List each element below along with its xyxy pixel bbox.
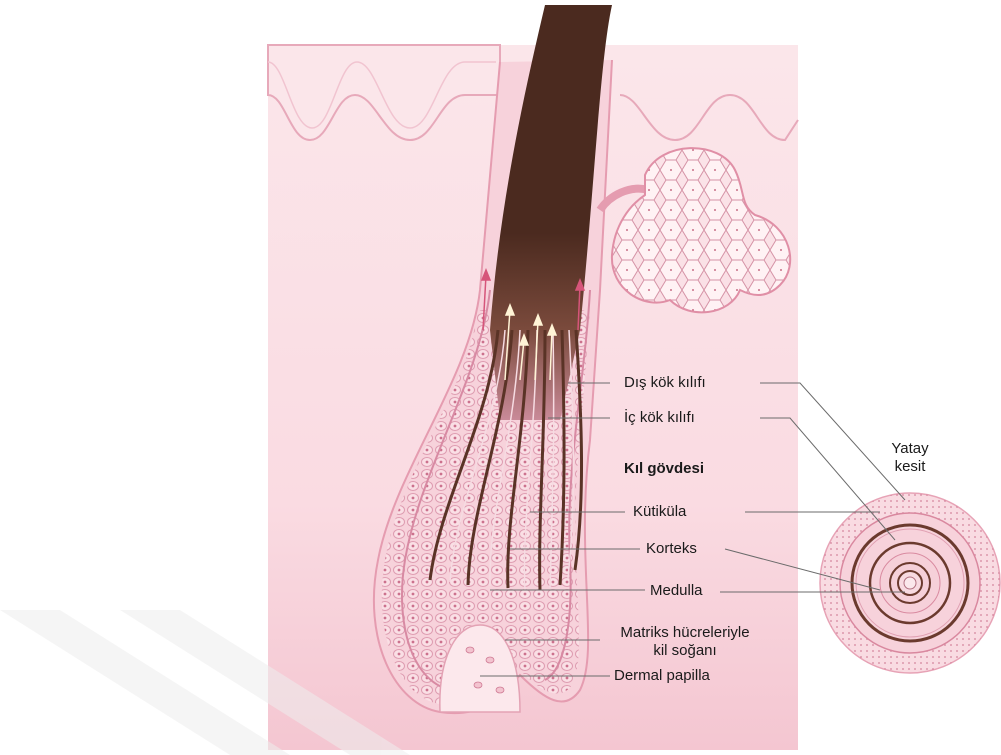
label-outer-root-sheath: Dış kök kılıfı bbox=[624, 374, 706, 392]
cross-section bbox=[820, 493, 1000, 673]
label-dermal-papilla: Dermal papilla bbox=[614, 667, 710, 685]
label-matrix: Matriks hücreleriyle kil soğanı bbox=[600, 624, 770, 660]
label-cuticle: Kütiküla bbox=[633, 503, 686, 521]
label-inner-root-sheath: İç kök kılıfı bbox=[624, 409, 695, 427]
label-matrix-line1: Matriks hücreleriyle bbox=[600, 624, 770, 642]
label-hair-shaft: Kıl gövdesi bbox=[624, 460, 704, 478]
label-matrix-line2: kil soğanı bbox=[600, 642, 770, 660]
label-cortex: Korteks bbox=[646, 540, 697, 558]
label-medulla: Medulla bbox=[650, 582, 703, 600]
label-cross-section-line1: Yatay bbox=[870, 440, 950, 458]
label-cross-section-line2: kesit bbox=[870, 458, 950, 476]
label-cross-section: Yatay kesit bbox=[870, 440, 950, 476]
